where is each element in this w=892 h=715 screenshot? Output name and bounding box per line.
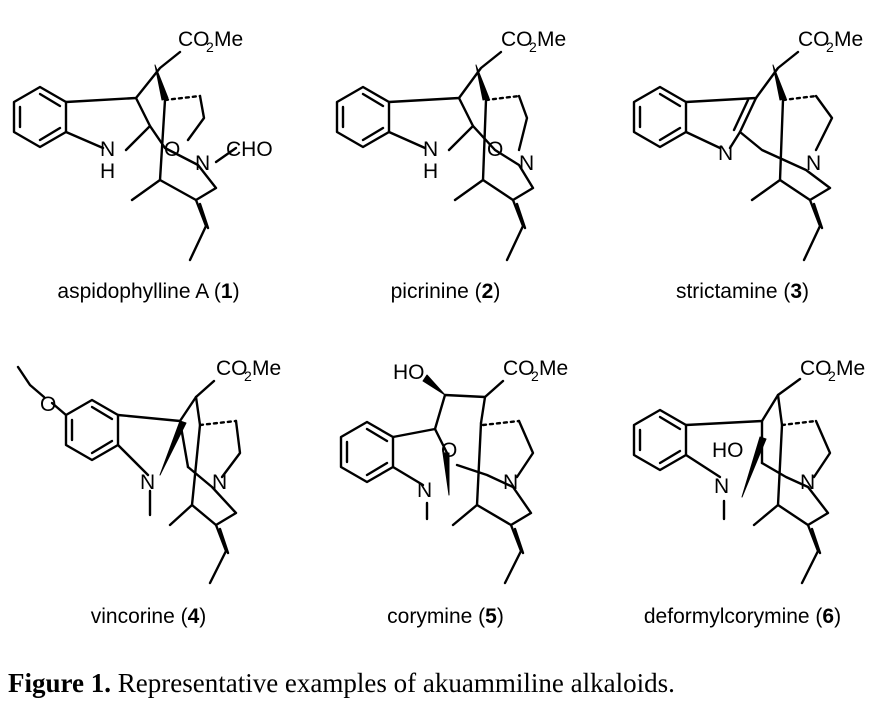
atom-oxygen: O <box>441 439 457 462</box>
atom-nitrogen: N <box>806 152 821 175</box>
atom-ester: CO <box>501 28 533 51</box>
atom-nitrogen: N <box>800 471 815 494</box>
atom-n1: N <box>718 142 733 165</box>
atom-n1: N <box>417 479 432 502</box>
compound-name: aspidophylline A (1) <box>57 280 240 303</box>
atom-ester-subscript: 2 <box>828 368 836 384</box>
compound-3: CO 2 Me N N strictamine (3) <box>594 0 891 325</box>
atom-ester-tail: Me <box>214 28 243 51</box>
compound-name: deformylcorymine (6) <box>643 605 842 628</box>
atom-ester: CO <box>800 357 832 380</box>
atom-ester-tail: Me <box>252 357 281 380</box>
compound-6: CO 2 Me HO N N deformylcorymine (6) <box>594 325 891 650</box>
atom-h: H <box>100 160 115 183</box>
atom-ester-tail: Me <box>834 28 863 51</box>
compound-name-text: aspidophylline A <box>57 280 209 303</box>
atom-ester-subscript: 2 <box>531 368 539 384</box>
compound-name-text: picrinine <box>390 280 469 303</box>
atom-ho: HO <box>712 439 744 462</box>
compound-number: 1 <box>220 280 233 303</box>
compound-number: 3 <box>790 280 803 303</box>
structure-strictamine: CO 2 Me N N <box>632 28 863 262</box>
compound-name: corymine (5) <box>387 605 504 628</box>
atom-oxygen: O <box>487 138 503 161</box>
atom-n1: N <box>140 471 155 494</box>
compound-name-text: vincorine <box>90 605 175 628</box>
atom-nh: N <box>423 138 438 161</box>
compound-number: 2 <box>481 280 494 303</box>
atom-nitrogen: N <box>195 152 210 175</box>
atom-ester-tail: Me <box>537 28 566 51</box>
atom-ho: HO <box>393 361 425 384</box>
atom-oxygen: O <box>164 138 180 161</box>
atom-ester-subscript: 2 <box>206 39 214 55</box>
atom-ester-subscript: 2 <box>826 39 834 55</box>
compound-name: strictamine (3) <box>675 280 810 303</box>
compound-name-text: deformylcorymine <box>643 605 810 628</box>
atom-ester-tail: Me <box>539 357 568 380</box>
atom-ester-subscript: 2 <box>244 368 252 384</box>
atom-ester: CO <box>178 28 210 51</box>
compound-name: vincorine (4) <box>90 605 207 628</box>
structure-picrinine: CO 2 Me N H O N <box>335 28 566 262</box>
compound-name-text: strictamine <box>675 280 778 303</box>
compound-number: 5 <box>485 605 497 628</box>
atom-nitrogen: N <box>519 152 534 175</box>
caption-text: Representative examples of akuammiline a… <box>117 668 675 698</box>
compound-5: HO CO 2 Me O N N corymine (5) <box>297 325 594 650</box>
atom-cho: CHO <box>226 138 273 161</box>
atom-ester-subscript: 2 <box>529 39 537 55</box>
atom-ester: CO <box>798 28 830 51</box>
atom-oxygen: O <box>40 393 56 416</box>
structure-aspidophylline-a: CO 2 Me N H O N CHO <box>12 28 273 262</box>
compound-1: CO 2 Me N H O N CHO aspidophylline A (1) <box>0 0 297 325</box>
figure-caption: Figure 1. Representative examples of aku… <box>8 668 675 699</box>
atom-ester: CO <box>503 357 535 380</box>
caption-lead: Figure 1. <box>8 668 111 698</box>
compound-number: 6 <box>822 605 835 628</box>
compound-4: O CO 2 Me N N vincorine (4) <box>0 325 297 650</box>
structure-corymine: HO CO 2 Me O N N <box>339 357 568 585</box>
atom-nitrogen: N <box>212 471 227 494</box>
atom-nitrogen: N <box>503 471 518 494</box>
compound-name-text: corymine <box>387 605 473 628</box>
atom-nh: N <box>100 138 115 161</box>
compound-number: 4 <box>187 605 200 628</box>
atom-ester-tail: Me <box>836 357 865 380</box>
atom-h: H <box>423 160 438 183</box>
atom-n1: N <box>714 475 729 498</box>
compound-2: CO 2 Me N H O N picrinine (2) <box>297 0 594 325</box>
figure-panel: CO 2 Me N H O N CHO aspidophylline A (1) <box>0 0 891 650</box>
atom-ester: CO <box>216 357 248 380</box>
compound-name: picrinine (2) <box>390 280 501 303</box>
structure-vincorine: O CO 2 Me N N <box>16 357 281 585</box>
structure-deformylcorymine: CO 2 Me HO N N <box>632 357 865 585</box>
